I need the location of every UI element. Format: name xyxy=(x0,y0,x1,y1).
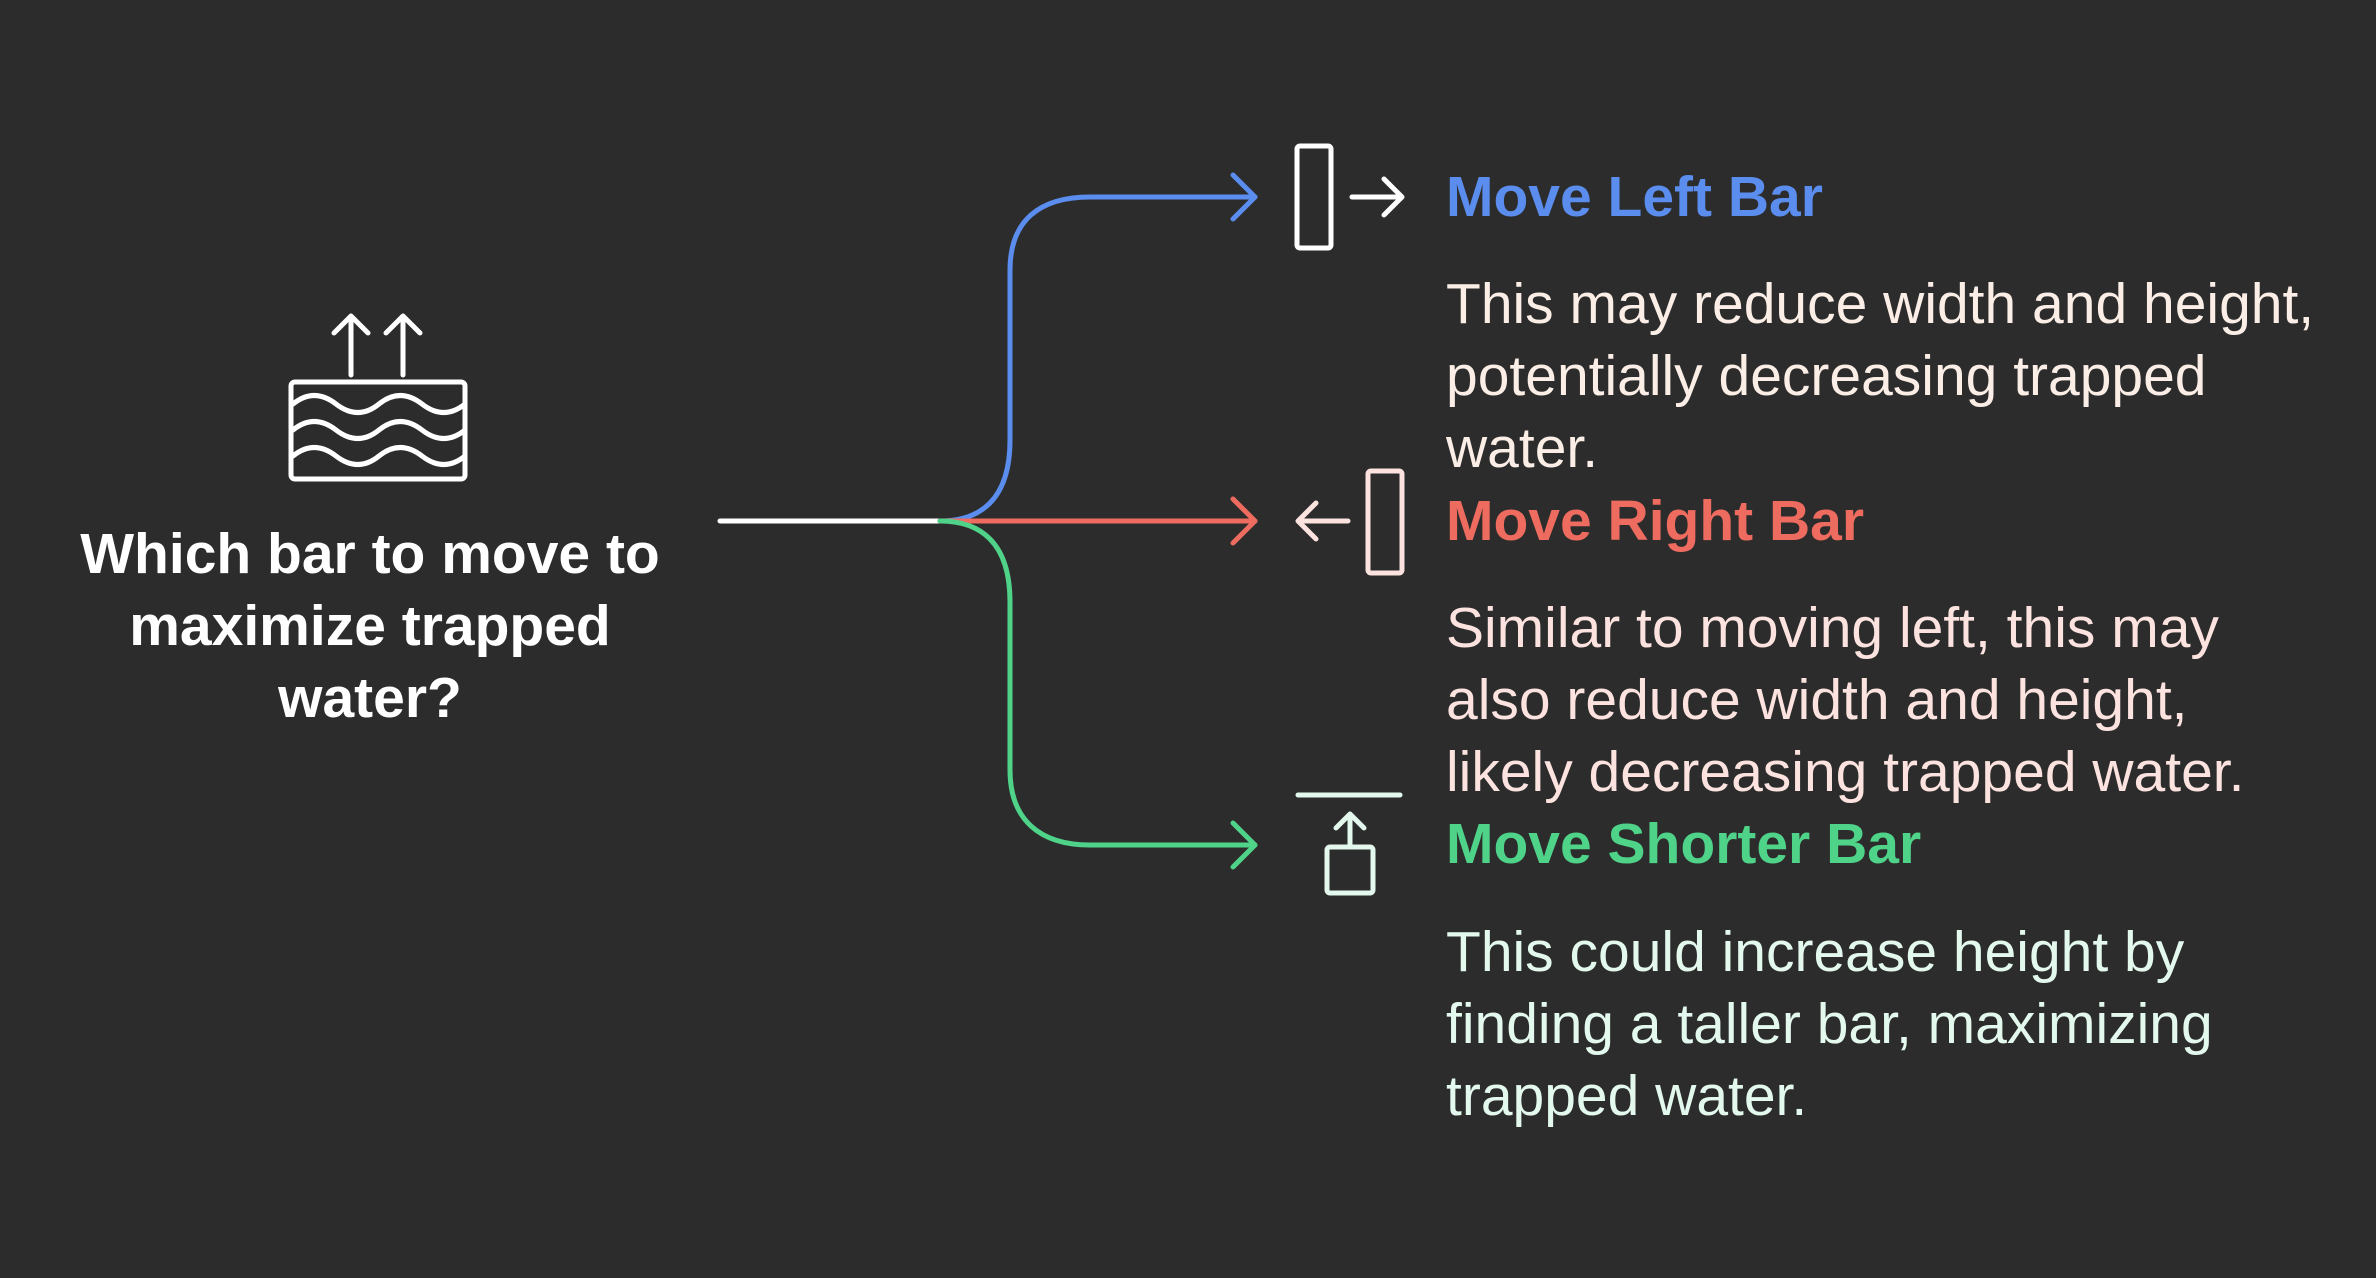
option-right-title: Move Right Bar xyxy=(1446,489,1865,553)
bar-raise-icon xyxy=(1295,792,1403,896)
bar-arrow-right-icon xyxy=(1294,143,1405,251)
branch-shorter-arrowhead xyxy=(1230,820,1258,870)
option-shorter-title: Move Shorter Bar xyxy=(1446,812,1922,876)
water-rising-icon xyxy=(288,313,468,482)
arrow-left-bar-icon xyxy=(1295,468,1405,576)
branch-left-arrowhead xyxy=(1230,172,1258,222)
option-left-title: Move Left Bar xyxy=(1446,165,1823,229)
central-question: Which bar to move to maximize trapped wa… xyxy=(80,522,660,730)
branch-left xyxy=(937,194,1258,524)
option-left-description: This may reduce width and height, potent… xyxy=(1446,272,2315,480)
branch-shorter xyxy=(937,518,1258,848)
option-shorter-description: This could increase height by finding a … xyxy=(1446,920,2213,1128)
option-right-description: Similar to moving left, this may also re… xyxy=(1446,596,2245,804)
branch-right-arrowhead xyxy=(1230,496,1258,546)
